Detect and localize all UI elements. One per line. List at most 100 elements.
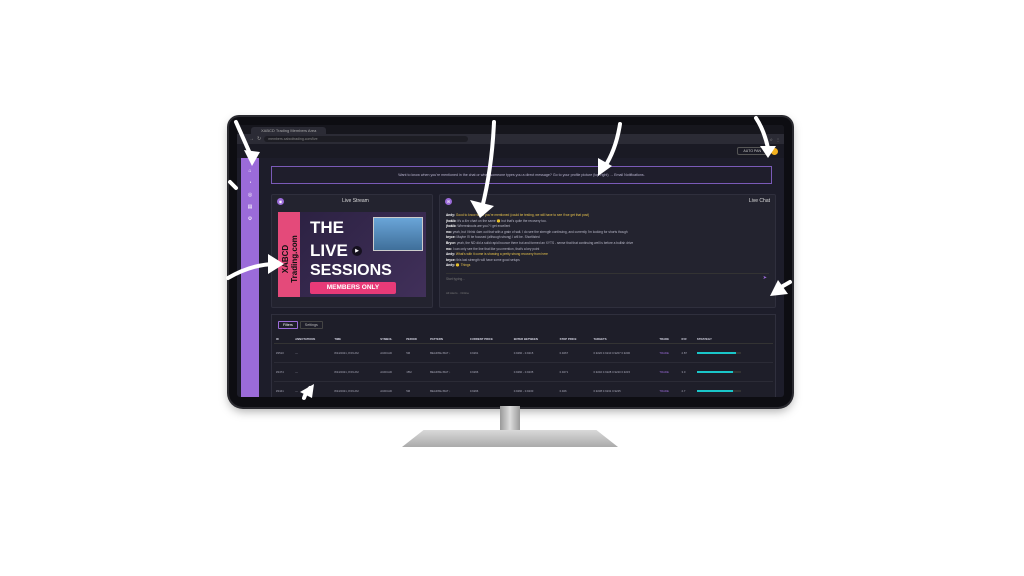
chat-footer: All Alerts · Online: [446, 291, 470, 295]
column-header[interactable]: STOP PRICE: [557, 335, 592, 344]
table-cell: 2.87: [679, 343, 695, 363]
table-cell: 15M: [404, 362, 429, 382]
column-header[interactable]: SYMBOL: [378, 335, 405, 344]
column-header[interactable]: TIME: [332, 335, 379, 344]
table-cell: 0.9220 0.9210 0.9207 0.9200: [591, 343, 658, 363]
video-thumbnail[interactable]: XABCD Trading.com THE LIVE SESSIONS ▶ ME…: [278, 212, 426, 297]
play-icon[interactable]: ▶: [352, 246, 362, 256]
table-cell: 0.9260 - 0.9215: [511, 343, 558, 363]
back-icon[interactable]: ←: [241, 136, 246, 142]
tab-filters[interactable]: Filters: [278, 321, 298, 329]
table-cell[interactable]: TRADE: [657, 362, 680, 382]
chat-input[interactable]: Start typing...: [446, 273, 769, 284]
table-cell: 0.9238 0.9231 0.9225: [591, 381, 658, 397]
column-header[interactable]: ID: [274, 335, 294, 344]
table-cell: #3441: [274, 381, 294, 397]
table-cell: 8/24/2021, 8:09 AM: [332, 343, 379, 363]
chat-message: mo: yeah, but I think 4am out that with …: [446, 230, 769, 236]
live-stream-panel: ◉ Live Stream XABCD Trading.com THE LIVE…: [271, 194, 433, 308]
chat-author: Andy:: [446, 252, 456, 257]
table-cell: AUDCAD: [378, 381, 405, 397]
table-cell: 0.9240 0.9228 0.9220 0.9215: [591, 362, 658, 382]
column-header[interactable]: STRATEGY: [694, 335, 773, 344]
chat-author: Andy:: [446, 263, 456, 268]
column-header[interactable]: CURRENT PRICE: [467, 335, 512, 344]
scanner-icon[interactable]: ◎: [247, 192, 253, 198]
table-cell: AUDCAD: [378, 362, 405, 382]
monitor-neck: [500, 406, 520, 436]
table-cell: 0.9261: [467, 343, 512, 363]
star-icon[interactable]: ☆: [769, 136, 773, 142]
table-cell[interactable]: TRADE: [657, 381, 680, 397]
browser-tab[interactable]: XABCD Trading Members Area: [251, 127, 327, 134]
chat-text: it's a 4hr chart on the same 🙂 but that'…: [457, 218, 547, 223]
chat-text: yeah, the ND did a solid rapid bounce th…: [456, 240, 634, 245]
chat-text: Whereabouts are you? I get excellent: [457, 224, 511, 229]
reload-icon[interactable]: ↻: [257, 136, 262, 142]
menu-icon[interactable]: ⋮: [776, 136, 780, 142]
address-bar[interactable]: members.xabcdtrading.com/live: [264, 136, 469, 142]
alert-icon[interactable]: ◔: [248, 180, 252, 186]
thumb-title-line3: SESSIONS: [310, 262, 392, 279]
table-cell: —: [293, 362, 333, 382]
table-cell: BEARISH BAT ↓: [428, 381, 468, 397]
tab-settings[interactable]: Settings: [299, 321, 323, 329]
table-cell: 5M: [404, 381, 429, 397]
send-icon[interactable]: ➤: [762, 275, 767, 281]
history-icon[interactable]: ▤: [247, 204, 253, 210]
table-cell: 3.0: [679, 362, 695, 382]
live-stream-title: Live Stream: [342, 198, 369, 204]
table-cell: AUDCAD: [378, 343, 405, 363]
announcement-banner: Want to know when you're mentioned in th…: [271, 166, 772, 184]
column-header[interactable]: R:R: [679, 335, 695, 344]
table-cell: #3474: [274, 362, 294, 382]
chat-message: Andy: Good to know when you're mentioned…: [446, 213, 769, 219]
chat-message: jhokib: it's a 4hr chart on the same 🙂 b…: [446, 219, 769, 225]
top-bar: AUTO PAN: [237, 144, 784, 158]
main: Want to know when you're mentioned in th…: [271, 166, 780, 397]
brand-stripe: [278, 212, 300, 297]
table-cell: 8/24/2021, 8:09 AM: [332, 362, 379, 382]
chat-author: jhokib:: [446, 218, 457, 223]
chat-author: Andy:: [446, 213, 456, 217]
settings-icon[interactable]: ⚙: [247, 216, 253, 222]
avatar[interactable]: [771, 147, 778, 155]
live-chat-panel: ✉ Live Chat Andy: Good to know when you'…: [439, 194, 776, 308]
column-header[interactable]: PERIOD: [404, 335, 429, 344]
chat-text: this last strength will have some good s…: [456, 257, 520, 262]
table-cell: —: [293, 381, 333, 397]
column-header[interactable]: TRADE: [657, 335, 680, 344]
strategy-progress: [694, 381, 773, 397]
app: AUTO PAN ⌂ ◔ ◎ ▤ ⚙ Want to know when you…: [237, 144, 784, 397]
column-header[interactable]: ANNOTATIONS: [293, 335, 333, 344]
progress-bar: [696, 390, 741, 393]
column-header[interactable]: PATTERN: [428, 335, 468, 344]
chat-icon: ✉: [445, 197, 452, 205]
auto-pan-button[interactable]: AUTO PAN: [737, 147, 767, 155]
chat-message: Andy: 🙂 Things: [446, 263, 769, 269]
table-cell[interactable]: TRADE: [657, 343, 680, 363]
thumb-title-line1: THE: [310, 218, 344, 237]
table-cell: 0.9266: [467, 381, 512, 397]
forward-icon[interactable]: →: [249, 136, 254, 142]
progress-bar: [696, 371, 741, 374]
column-header[interactable]: TARGETS: [591, 335, 658, 344]
chat-text: 🙂 Things: [455, 263, 471, 268]
table-cell: BEARISH BAT ↓: [428, 362, 468, 382]
chat-message: Bryce: yeah, the ND did a solid rapid bo…: [446, 241, 769, 247]
chat-text: I can only see the line that like you me…: [452, 246, 540, 251]
chat-message: bryce: Maybe I'll be focused (although s…: [446, 235, 769, 241]
table-cell: —: [293, 343, 333, 363]
table-cell: 2.7: [679, 381, 695, 397]
chart-icon[interactable]: ⌂: [248, 168, 252, 174]
progress-bar: [696, 352, 741, 355]
presenter-image: [373, 217, 423, 251]
column-header[interactable]: ENTER BETWEEN: [511, 335, 558, 344]
chat-author: mo:: [446, 246, 452, 251]
table-cell: #3510: [274, 343, 294, 363]
